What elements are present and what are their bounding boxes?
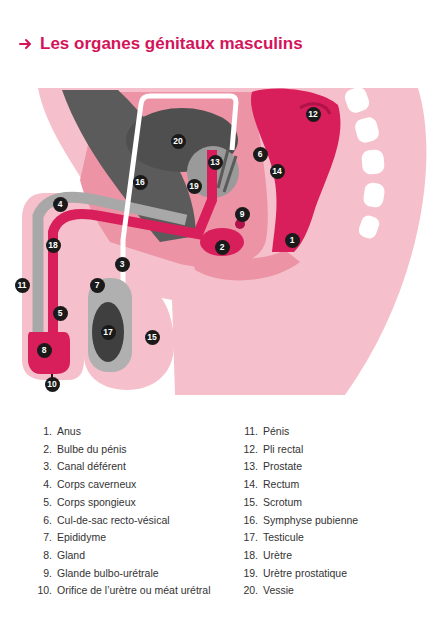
key-number: 3. <box>28 459 52 473</box>
callout-number: 12 <box>306 107 321 122</box>
key-name: Epididyme <box>57 530 106 544</box>
callout-number: 5 <box>53 306 68 321</box>
key-number: 19. <box>234 566 258 580</box>
key-number: 18. <box>234 548 258 562</box>
key-name: Corps caverneux <box>57 477 136 491</box>
key-number: 4. <box>28 477 52 491</box>
key-number: 17. <box>234 530 258 544</box>
key-name: Orifice de l’urètre ou méat urétral <box>57 583 210 597</box>
key-name: Symphyse pubienne <box>263 513 358 527</box>
vertebra <box>361 149 385 175</box>
callout-number: 13 <box>208 155 223 170</box>
key-number: 10. <box>28 583 52 597</box>
bladder <box>126 108 238 172</box>
key-number: 6. <box>28 513 52 527</box>
callout-number: 1 <box>285 233 300 248</box>
callout-number: 17 <box>101 325 116 340</box>
key-name: Pénis <box>263 424 289 438</box>
key-name: Anus <box>57 424 81 438</box>
callout-number: 6 <box>253 147 268 162</box>
key-name: Pli rectal <box>263 442 303 456</box>
perineum-tissue <box>190 250 300 280</box>
epididymis <box>88 278 132 372</box>
key-number: 14. <box>234 477 258 491</box>
vertebra <box>343 85 372 115</box>
callout-number: 11 <box>15 278 30 293</box>
key-name: Urètre <box>263 548 292 562</box>
key-name: Gland <box>57 548 85 562</box>
corpus-spongiosum <box>53 150 212 345</box>
key-name: Cul-de-sac recto-vésical <box>57 513 170 527</box>
callout-number: 15 <box>145 330 160 345</box>
callout-number: 3 <box>115 257 130 272</box>
page-title: Les organes génitaux masculins <box>40 34 303 54</box>
spine <box>343 85 386 240</box>
callout-number: 2 <box>215 240 230 255</box>
key-number: 13. <box>234 459 258 473</box>
key-name: Glande bulbo-urétrale <box>57 566 159 580</box>
callout-number: 8 <box>37 343 52 358</box>
key-number: 8. <box>28 548 52 562</box>
key-number: 20. <box>234 583 258 597</box>
key-number: 2. <box>28 442 52 456</box>
testicle <box>92 302 124 362</box>
key-number: 12. <box>234 442 258 456</box>
key-number: 1. <box>28 424 52 438</box>
key-name: Urètre prostatique <box>263 566 347 580</box>
glans <box>28 332 70 374</box>
key-number: 9. <box>28 566 52 580</box>
callout-number: 18 <box>46 238 61 253</box>
callout-number: 9 <box>235 207 250 222</box>
penile-bulb <box>200 228 244 256</box>
key-name: Corps spongieux <box>57 495 136 509</box>
scrotum-outline <box>84 272 174 390</box>
key-name: Testicule <box>263 530 304 544</box>
rectum <box>251 88 341 252</box>
vertebra <box>357 214 381 241</box>
callout-number: 20 <box>171 134 186 149</box>
callout-number: 16 <box>133 175 148 190</box>
key-number: 7. <box>28 530 52 544</box>
callout-number: 14 <box>270 164 285 179</box>
vertebra <box>353 116 380 145</box>
key-name: Scrotum <box>263 495 302 509</box>
vertebra <box>362 182 385 209</box>
key-name: Bulbe du pénis <box>57 442 126 456</box>
key-number: 16. <box>234 513 258 527</box>
key-name: Prostate <box>263 459 302 473</box>
key-name: Canal déférent <box>57 459 126 473</box>
vas-deferens <box>116 96 236 360</box>
key-number: 11. <box>234 424 258 438</box>
title-arrow <box>20 40 30 48</box>
key-number: 15. <box>234 495 258 509</box>
key-name: Rectum <box>263 477 299 491</box>
callout-number: 4 <box>53 197 68 212</box>
callout-number: 10 <box>45 377 60 392</box>
callout-number: 7 <box>90 278 105 293</box>
callout-number: 19 <box>187 179 202 194</box>
key-number: 5. <box>28 495 52 509</box>
key-name: Vessie <box>263 583 294 597</box>
